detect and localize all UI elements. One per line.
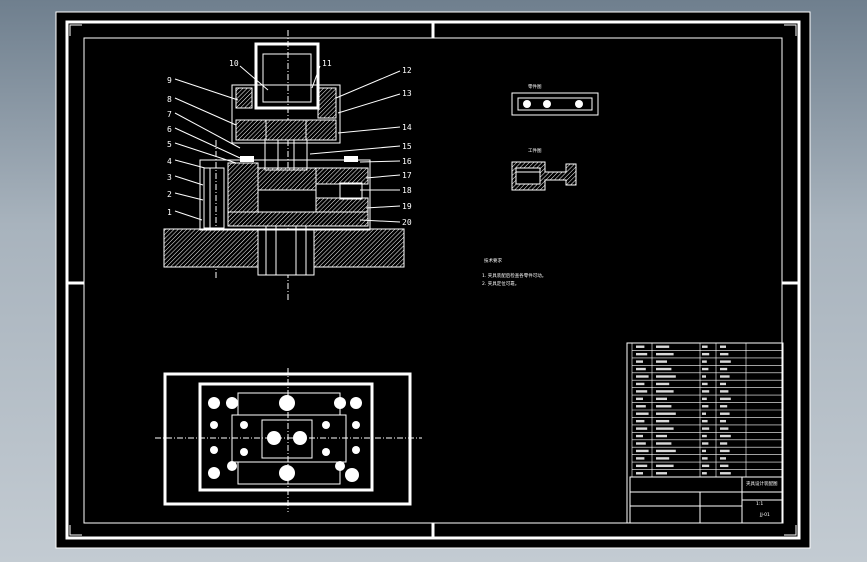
center-marks — [67, 22, 799, 538]
part-label-5: 5 — [167, 140, 172, 149]
part-label-12: 12 — [402, 66, 412, 75]
technical-notes: 技术要求 1. 夹具装配后检查各零件可动。 2. 夹具定位可靠。 — [482, 257, 546, 287]
part-labels: 1 2 3 4 5 6 7 8 9 10 11 12 13 14 15 16 1… — [167, 59, 412, 227]
part-label-8: 8 — [167, 95, 172, 104]
part-label-10: 10 — [229, 59, 239, 68]
notes-title: 技术要求 — [484, 257, 502, 264]
part-label-16: 16 — [402, 157, 412, 166]
note-line-1: 1. 夹具装配后检查各零件可动。 — [482, 272, 546, 279]
part-label-6: 6 — [167, 125, 172, 134]
part-label-2: 2 — [167, 190, 172, 199]
title-block-scale: 1:1 — [756, 501, 763, 507]
detail-label-top: 零件图 — [528, 83, 542, 90]
title-block-name: 夹具设计装配图 — [746, 480, 778, 487]
detail-view-top[interactable]: 零件图 — [511, 83, 599, 116]
leader-lines — [174, 65, 401, 223]
detail-label-bottom: 工件图 — [528, 147, 542, 154]
plan-view[interactable] — [155, 368, 422, 512]
part-label-1: 1 — [167, 208, 172, 217]
part-label-20: 20 — [402, 218, 412, 227]
front-section-view[interactable] — [163, 30, 405, 300]
part-label-14: 14 — [402, 123, 412, 132]
part-label-3: 3 — [167, 173, 172, 182]
parts-list-table[interactable] — [626, 342, 784, 524]
part-label-13: 13 — [402, 89, 412, 98]
part-label-4: 4 — [167, 157, 172, 166]
detail-view-bottom[interactable]: 工件图 — [511, 147, 577, 191]
part-label-11: 11 — [322, 59, 332, 68]
part-label-18: 18 — [402, 186, 412, 195]
part-label-19: 19 — [402, 202, 412, 211]
title-block[interactable]: 夹具设计装配图 1:1 JJ-01 — [629, 476, 784, 524]
part-label-7: 7 — [167, 110, 172, 119]
drawing-sheet — [55, 11, 811, 549]
title-block-drawing-no: JJ-01 — [759, 512, 770, 518]
parts-list-rows — [631, 343, 783, 477]
note-line-2: 2. 夹具定位可靠。 — [482, 280, 519, 287]
part-label-9: 9 — [167, 76, 172, 85]
part-label-17: 17 — [402, 171, 412, 180]
part-label-15: 15 — [402, 142, 412, 151]
